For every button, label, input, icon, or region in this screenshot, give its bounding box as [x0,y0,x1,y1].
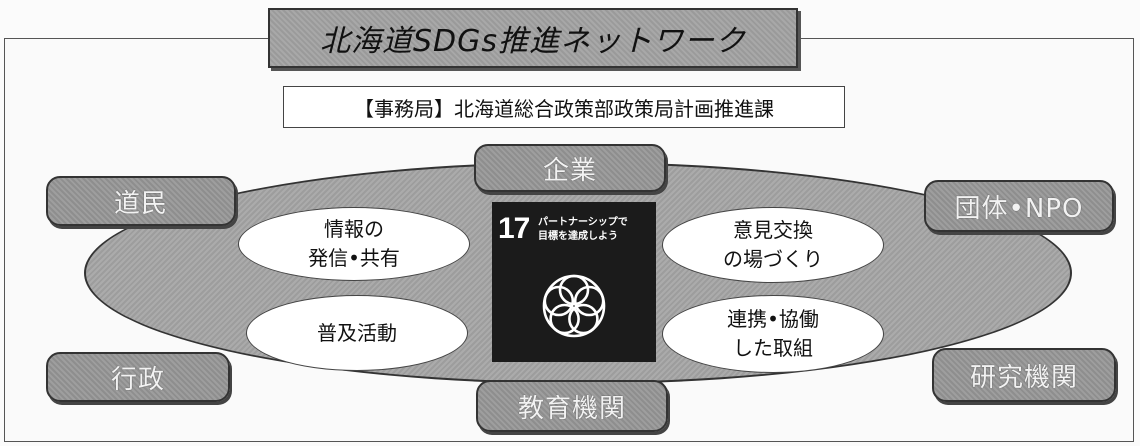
stakeholder-label: 道民 [113,188,168,219]
network-title: 北海道SDGs推進ネットワーク [319,24,747,59]
activity-info-sharing: 情報の 発信•共有 [238,207,470,281]
activity-collaboration: 連携•協働 した取組 [662,295,884,373]
five-ring-flower-icon [542,274,606,338]
activity-text: 普及活動 [317,320,397,345]
stakeholder-research: 研究機関 [932,348,1116,402]
secretariat-label: 【事務局】北海道総合政策部政策局計画推進課 [354,96,774,121]
stakeholder-education: 教育機関 [476,380,668,432]
sdg-goal-17-tile: 17 パートナーシップで 目標を達成しよう [492,202,656,362]
sdg-caption-line: 目標を達成しよう [538,230,618,242]
stakeholder-label: 教育機関 [517,393,626,424]
activity-text: 意見交換 [733,218,813,242]
activity-text: 連携•協働 [727,307,819,331]
stakeholder-label: 団体•NPO [954,193,1084,224]
stakeholder-citizens: 道民 [46,176,236,226]
activity-text: 発信•共有 [308,246,400,270]
activity-text: の場づくり [723,247,823,271]
activity-text: した取組 [732,336,813,360]
stakeholder-label: 研究機関 [969,362,1078,393]
sdg-caption-line: パートナーシップで [538,217,628,228]
stakeholder-organizations-npo: 団体•NPO [924,180,1114,232]
stakeholder-label: 企業 [542,155,597,186]
stakeholder-government: 行政 [46,352,230,402]
activity-opinion-exchange: 意見交換 の場づくり [662,207,884,283]
activity-text: 情報の [323,217,384,241]
stakeholder-companies: 企業 [474,144,666,192]
stakeholder-label: 行政 [110,364,165,395]
sdg-goal-number: 17 [498,212,530,245]
activity-outreach: 普及活動 [246,295,468,371]
network-title-banner: 北海道SDGs推進ネットワーク [268,8,798,68]
sdg-goal-caption: パートナーシップで 目標を達成しよう [538,216,628,243]
secretariat-box: 【事務局】北海道総合政策部政策局計画推進課 [283,86,845,128]
